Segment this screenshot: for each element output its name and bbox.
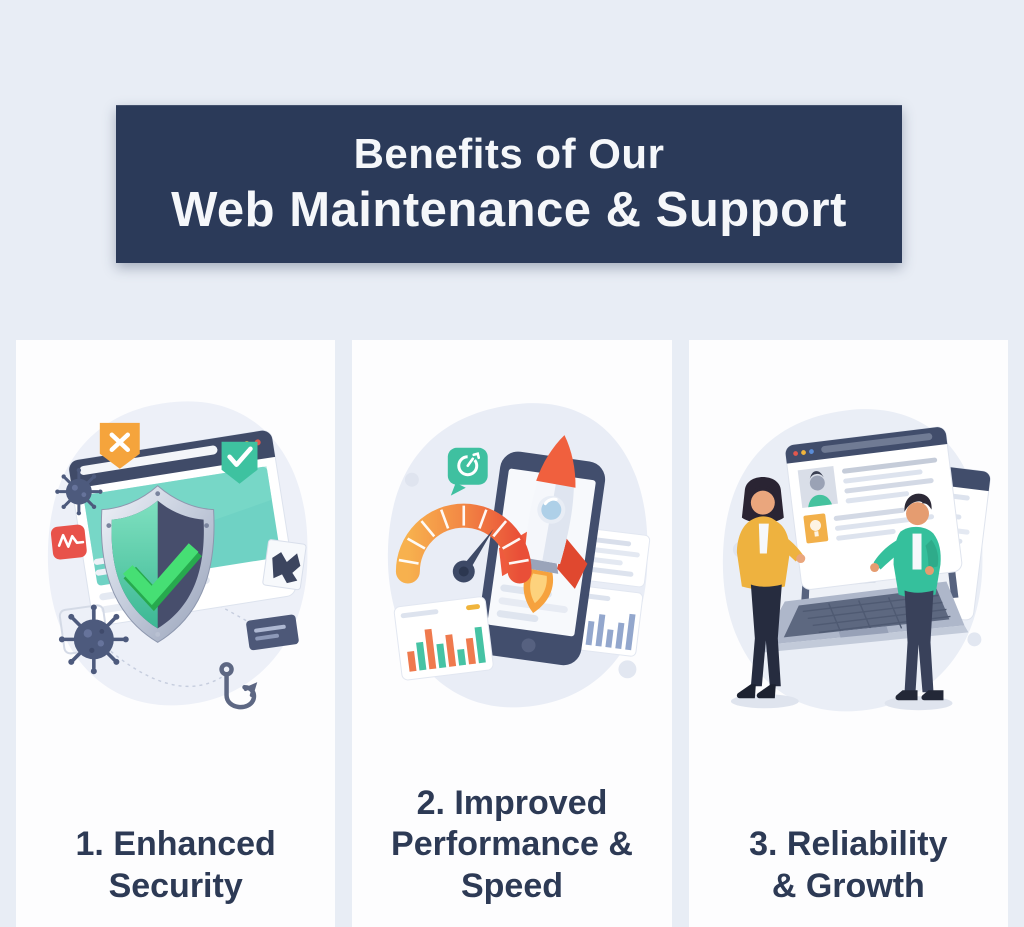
security-illustration bbox=[16, 340, 335, 769]
bug-alert-icon bbox=[50, 524, 87, 560]
card-caption-3: 3. Reliability & Growth bbox=[689, 824, 1008, 927]
reliability-illustration-svg bbox=[722, 409, 991, 712]
shield-checkmark-icon bbox=[100, 485, 215, 643]
card-caption-2: 2. Improved Performance & Speed bbox=[352, 783, 671, 927]
man-figure bbox=[869, 493, 953, 711]
bar-chart-card bbox=[394, 596, 494, 681]
malware-badge-icon bbox=[99, 422, 140, 469]
caption-line: Performance & bbox=[391, 825, 633, 864]
keyboard-keys bbox=[802, 593, 951, 635]
performance-illustration-svg bbox=[388, 403, 651, 708]
card-reliability-growth: 3. Reliability & Growth bbox=[688, 340, 1008, 927]
corrupted-file-icon bbox=[262, 539, 307, 591]
header-banner: Benefits of Our Web Maintenance & Suppor… bbox=[116, 105, 902, 263]
header-title-line1: Benefits of Our bbox=[353, 130, 665, 178]
profile-photo bbox=[797, 465, 838, 508]
dark-note-card bbox=[246, 614, 299, 651]
caption-line: 2. Improved bbox=[416, 783, 608, 822]
security-illustration-svg bbox=[47, 401, 308, 710]
caption-line: Security bbox=[108, 866, 243, 905]
idea-box-icon bbox=[803, 513, 828, 544]
card-caption-1: 1. Enhanced Security bbox=[16, 824, 335, 927]
reliability-illustration bbox=[689, 340, 1008, 769]
deco-dot bbox=[618, 660, 637, 679]
timer-bubble-icon bbox=[448, 447, 489, 496]
benefit-cards: 1. Enhanced Security bbox=[0, 340, 1024, 927]
deco-dot bbox=[967, 632, 982, 647]
home-button-icon bbox=[521, 638, 536, 653]
caption-line: & Growth bbox=[771, 866, 925, 905]
caption-line: Speed bbox=[460, 866, 564, 905]
woman-figure bbox=[730, 476, 805, 709]
caption-line: 3. Reliability bbox=[749, 825, 948, 864]
profile-text-lines bbox=[833, 457, 937, 541]
safe-badge-icon bbox=[221, 441, 258, 484]
header-title-line2: Web Maintenance & Support bbox=[171, 182, 847, 237]
performance-illustration bbox=[352, 340, 671, 769]
orange-teal-bars bbox=[407, 626, 487, 672]
card-enhanced-security: 1. Enhanced Security bbox=[16, 340, 336, 927]
card-improved-performance: 2. Improved Performance & Speed bbox=[352, 340, 672, 927]
phishing-hook-icon bbox=[219, 662, 258, 710]
deco-dot bbox=[405, 472, 420, 487]
rocket-icon bbox=[499, 435, 588, 613]
virus-icon-small bbox=[55, 468, 103, 516]
virus-icon-large bbox=[58, 604, 129, 675]
speedometer-icon bbox=[396, 503, 532, 584]
caption-line: 1. Enhanced bbox=[75, 825, 276, 864]
